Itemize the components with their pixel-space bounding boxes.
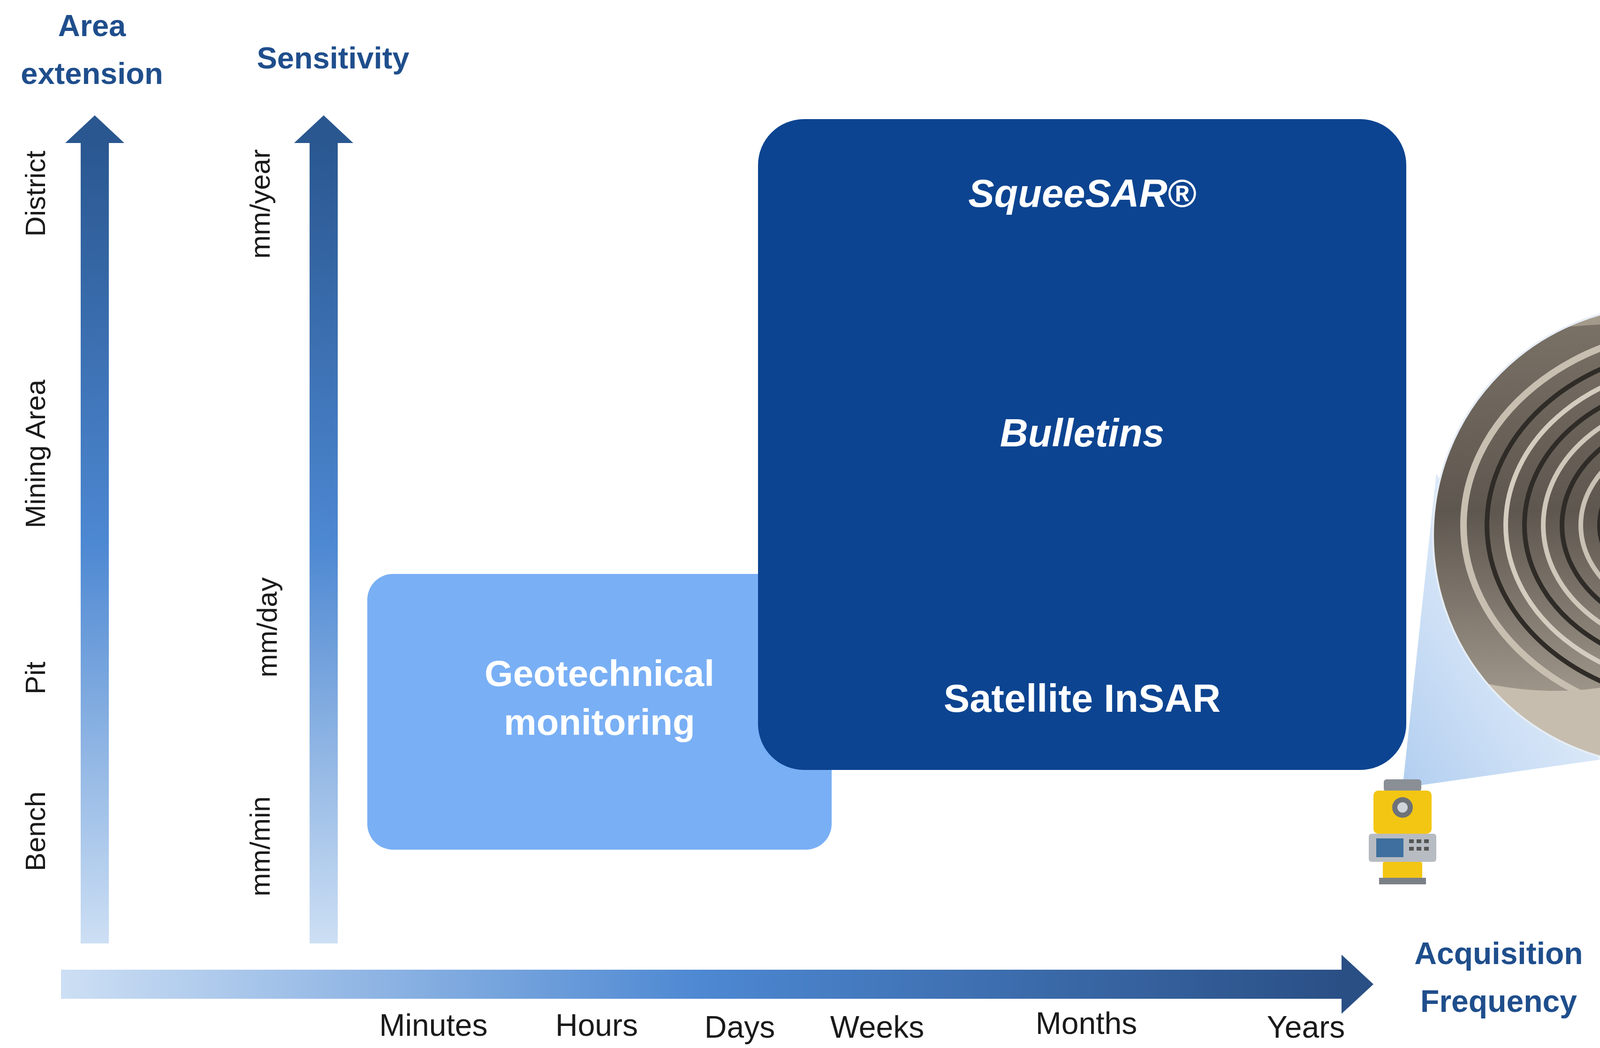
frequency-tick: Days <box>704 1010 775 1045</box>
mine-photo <box>1425 300 1600 770</box>
frequency-tick: Hours <box>555 1008 638 1043</box>
frequency-tick: Years <box>1266 1010 1345 1045</box>
sensitivity-level: mm/min <box>244 796 276 897</box>
area-level: Bench <box>20 791 52 872</box>
box-text: Bulletins <box>758 409 1407 458</box>
area-level: Pit <box>20 661 52 695</box>
total-station-icon <box>1368 779 1437 885</box>
box-text: Geotechnical monitoring <box>468 649 731 747</box>
axis-title: Acquisition Frequency <box>1402 929 1595 1026</box>
insar-box: SqueeSAR® BulletinsSatellite InSAR <box>758 119 1407 771</box>
frequency-tick: Weeks <box>830 1010 925 1045</box>
axis-title: Area extension <box>2 1 182 98</box>
axis-title: Sensitivity <box>225 38 441 78</box>
sensitivity-level: mm/year <box>244 149 276 259</box>
box-text: SqueeSAR® <box>758 169 1407 219</box>
frequency-tick: Months <box>1035 1006 1138 1041</box>
sensitivity-axis-arrow <box>294 115 354 944</box>
area-level: Mining Area <box>20 379 52 529</box>
area-level: District <box>20 150 52 237</box>
box-text: Satellite InSAR <box>758 674 1407 724</box>
photo-rim <box>1433 305 1600 766</box>
frequency-tick: Minutes <box>379 1008 488 1043</box>
frequency-axis-arrow <box>60 955 1374 1015</box>
area-axis-arrow <box>65 115 125 944</box>
sensitivity-level: mm/day <box>251 577 283 678</box>
